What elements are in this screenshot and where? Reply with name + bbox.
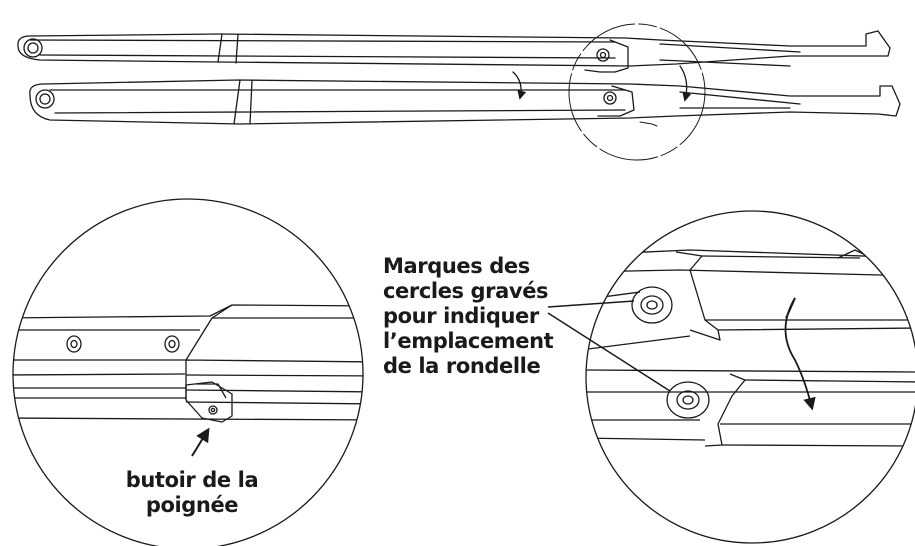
handle-stop-detail bbox=[13, 304, 363, 423]
detail-circle-right bbox=[585, 210, 915, 544]
lower-handle-bar bbox=[29, 79, 901, 125]
handle-assembly-overview bbox=[17, 23, 901, 161]
upper-handle-bar bbox=[17, 30, 891, 73]
label-line: butoir de la bbox=[125, 468, 259, 492]
label-line: l’emplacement bbox=[383, 329, 554, 353]
washer-marks-detail bbox=[586, 249, 915, 447]
label-line: cercles gravés bbox=[383, 279, 549, 303]
leader-line bbox=[547, 300, 635, 308]
washer-mark-lower bbox=[666, 381, 710, 419]
label-line: pour indiquer bbox=[383, 304, 539, 328]
detail-callout-circle bbox=[568, 23, 706, 161]
curved-arrow-icon bbox=[512, 71, 527, 100]
label-line: Marques des bbox=[383, 254, 530, 278]
curved-arrow-icon bbox=[679, 65, 692, 102]
washer-hole bbox=[164, 335, 180, 353]
washer-marks-label: Marques des cercles gravés pour indiquer… bbox=[383, 254, 593, 379]
label-line: poignée bbox=[145, 493, 239, 517]
arrow-icon bbox=[191, 427, 210, 457]
label-line: de la rondelle bbox=[383, 354, 541, 378]
detail-circle-left bbox=[12, 198, 364, 546]
leader-line bbox=[547, 312, 671, 392]
handle-stop-label: butoir de la poignée bbox=[94, 468, 290, 518]
washer-mark-upper bbox=[631, 286, 673, 324]
washer-hole bbox=[66, 335, 82, 353]
